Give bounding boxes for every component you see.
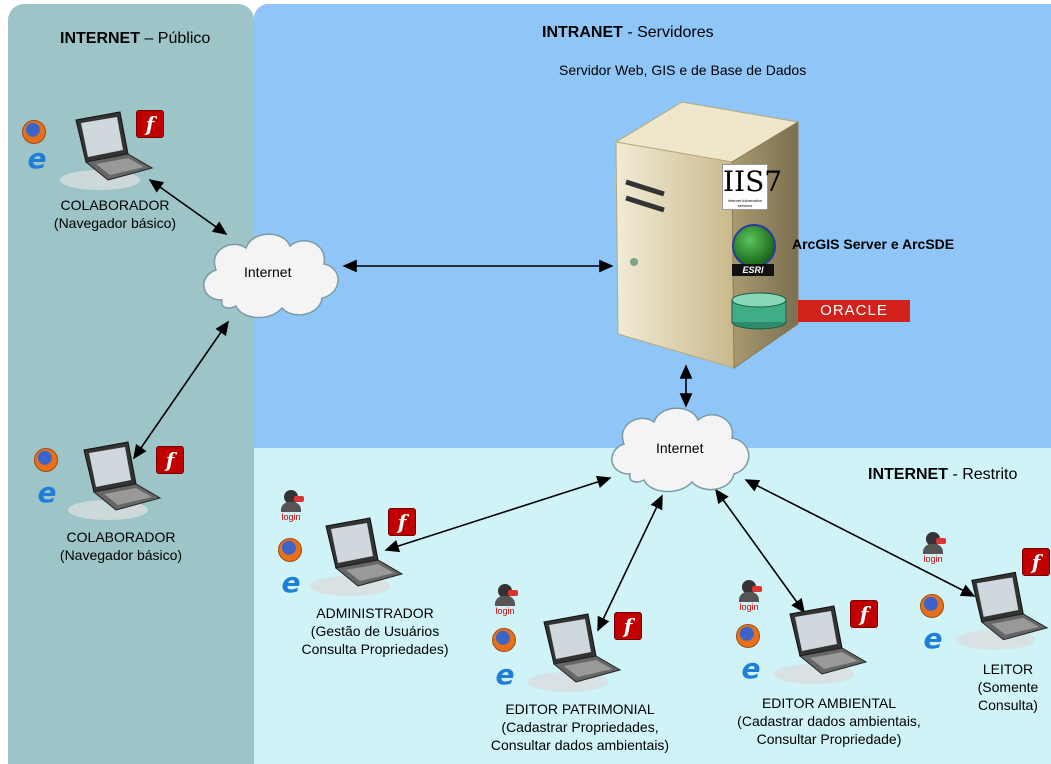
laptop-icon [60,111,154,190]
flash-icon: f [614,612,642,640]
server-caption: Servidor Web, GIS e de Base de Dados [559,62,807,78]
user-label-colaborador-2: COLABORADOR(Navegador básico) [59,529,183,563]
laptop-icon [955,571,1049,650]
firefox-icon [22,120,46,144]
login-icon: login [734,580,764,614]
cloud-internet-left [203,233,339,319]
arcgis-label: ArcGIS Server e ArcSDE [792,236,955,252]
link-cloud-colab2 [133,320,229,460]
ie-icon: e [281,566,301,599]
cloud-label-right: Internet [656,440,704,456]
esri-logo: ESRI [732,264,774,276]
login-icon: login [490,584,520,618]
cloud-internet-right [611,407,750,493]
firefox-icon [34,448,58,472]
firefox-icon [278,538,302,562]
ie-icon: e [495,658,515,691]
laptop-icon [68,441,162,520]
flash-icon: f [156,446,184,474]
laptop-icon [310,517,404,596]
laptop-icon [774,605,868,684]
arcgis-globe-icon [732,224,776,268]
ie-icon: e [741,652,761,685]
login-icon: login [918,532,948,566]
link-colab1-cloud [148,179,228,235]
flash-icon: f [1022,548,1050,576]
ie-icon: e [37,476,57,509]
user-label-colaborador-1: COLABORADOR(Navegador básico) [53,197,177,231]
login-icon: login [276,490,306,524]
ie-icon: e [923,622,943,655]
flash-icon: f [850,600,878,628]
oracle-logo: ORACLE [798,300,910,322]
laptop-icon [528,613,622,692]
zone-title-intranet: INTRANET - Servidores [542,24,714,41]
link-cloud-leitor [744,479,976,597]
firefox-icon [492,628,516,652]
ie-icon: e [27,142,47,175]
user-label-editor-patrimonial: EDITOR PATRIMONIAL(Cadastrar Propriedade… [490,701,670,753]
zone-title-public: INTERNET – Público [60,30,211,47]
cloud-label-left: Internet [244,264,292,280]
zone-title-restricted: INTERNET - Restrito [868,466,1018,483]
firefox-icon [920,594,944,618]
link-cloud-admin [384,475,612,553]
database-icon [731,292,787,330]
flash-icon: f [388,508,416,536]
user-label-editor-ambiental: EDITOR AMBIENTAL(Cadastrar dados ambient… [737,695,921,747]
firefox-icon [736,624,760,648]
flash-icon: f [136,110,164,138]
link-cloud-patrimonial [597,494,663,632]
